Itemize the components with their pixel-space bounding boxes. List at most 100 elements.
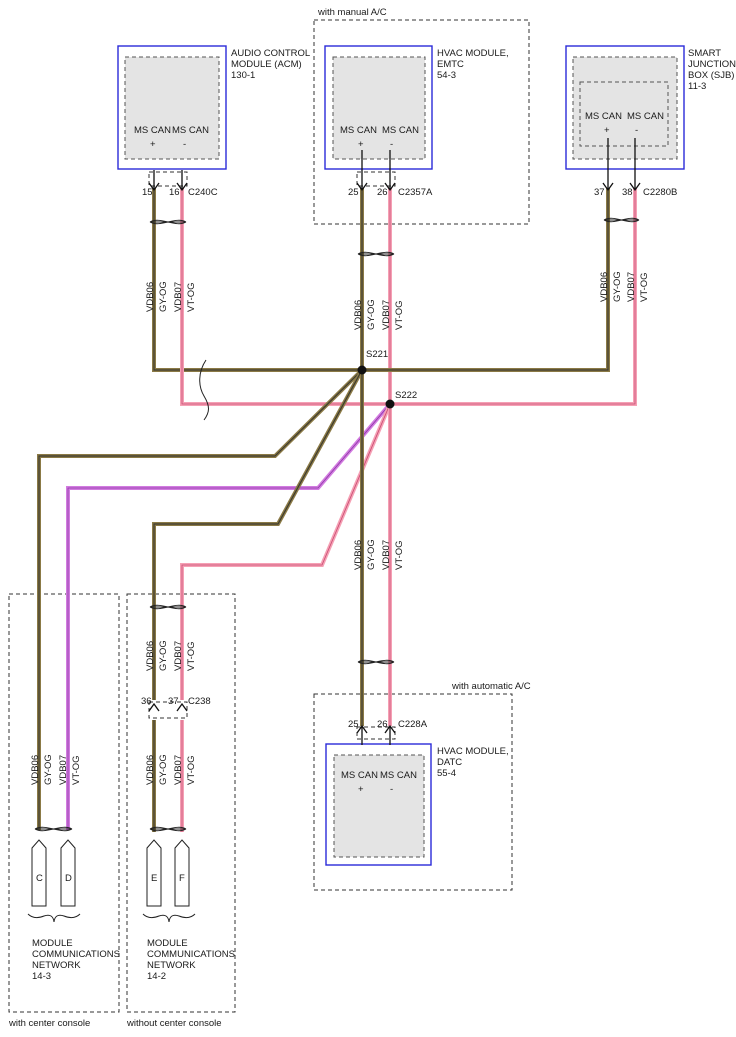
manual-ac-region [313, 19, 530, 225]
c238-pin-36: 36 [141, 696, 152, 707]
sjb-pin-sign-plus: + [604, 125, 610, 136]
wire-group [37, 188, 637, 832]
ef-network-1: MODULE [147, 938, 188, 949]
c2357a-connector-label: C2357A [398, 187, 433, 198]
hvac-manual-pin-25: 25 [348, 187, 359, 198]
acm-name-1: AUDIO CONTROL [231, 48, 310, 59]
acm-pin-16: 16 [169, 187, 180, 198]
hvac-auto-pin-25: 25 [348, 719, 359, 730]
sjb-pin-sign-minus: - [635, 125, 638, 136]
connector-f: F [174, 839, 190, 907]
hvac-auto-name-2: DATC [437, 757, 462, 768]
connector-d: D [60, 839, 76, 907]
c2357a-connector-box [356, 171, 396, 187]
hvac-manual-wire-label-vt-og: VT-OG [394, 300, 405, 330]
sjb-wire-label-vt-og: VT-OG [639, 272, 650, 302]
sjb-wire-label-vdb06: VDB06 [599, 272, 610, 302]
ef-lower-wire-label-vdb07: VDB07 [173, 755, 184, 785]
svg-text:C: C [36, 873, 43, 884]
hvac-auto-wire-label-gy-og: GY-OG [366, 539, 377, 570]
ef-network-2: COMMUNICATIONS [147, 949, 235, 960]
ef-lower-wire-label-vdb06: VDB06 [145, 755, 156, 785]
acm-pin-label-plus: MS CAN [134, 125, 171, 136]
connector-e: E [146, 839, 162, 907]
sjb-wire-label-gy-og: GY-OG [612, 271, 623, 302]
c238-connector-label: C238 [188, 696, 211, 707]
hvac-auto-module: MS CAN MS CAN + - [325, 743, 432, 866]
hvac-manual-pin-sign-plus: + [358, 139, 364, 150]
hvac-manual-name-1: HVAC MODULE, [437, 48, 509, 59]
acm-wire-label-vdb07: VDB07 [173, 282, 184, 312]
sjb-module: MS CAN MS CAN + - [565, 45, 685, 170]
sjb-brown-wire [362, 188, 610, 372]
hvac-auto-wire-label-vdb07: VDB07 [381, 540, 392, 570]
ef-lower-wire-label-vt-og: VT-OG [186, 755, 197, 785]
c2280b-connector-label: C2280B [643, 187, 677, 198]
hvac-manual-name-3: 54-3 [437, 70, 456, 81]
hvac-auto-pin-26: 26 [377, 719, 388, 730]
hvac-manual-module: MS CAN MS CAN + - [324, 45, 433, 170]
svg-text:D: D [65, 873, 72, 884]
no-center-console-region-label: without center console [126, 1018, 222, 1029]
acm-wire-label-vt-og: VT-OG [186, 282, 197, 312]
manual-ac-region-label: with manual A/C [317, 7, 387, 18]
splice-s222 [385, 399, 395, 409]
automatic-ac-region [313, 693, 513, 891]
c240c-connector-label: C240C [188, 187, 218, 198]
c228a-connector-label: C228A [398, 719, 428, 730]
acm-name-3: 130-1 [231, 70, 255, 81]
sjb-pin-38: 38 [622, 187, 633, 198]
acm-brown-wire [152, 188, 362, 372]
splice-s221-label: S221 [366, 349, 388, 360]
hvac-manual-pin-label-plus: MS CAN [340, 125, 377, 136]
sjb-pin-label-minus: MS CAN [627, 111, 664, 122]
ef-upper-wire-label-vt-og: VT-OG [186, 641, 197, 671]
hvac-auto-pin-label-minus: MS CAN [380, 770, 417, 781]
center-console-region-label: with center console [8, 1018, 90, 1029]
hvac-auto-name-3: 55-4 [437, 768, 456, 779]
twist-markers [34, 217, 640, 832]
cd-wire-label-vdb07: VDB07 [58, 755, 69, 785]
sjb-pin-37: 37 [594, 187, 605, 198]
acm-wire-label-gy-og: GY-OG [158, 281, 169, 312]
cd-network-2: COMMUNICATIONS [32, 949, 120, 960]
sjb-pin-label-plus: MS CAN [585, 111, 622, 122]
acm-pin-label-minus: MS CAN [172, 125, 209, 136]
svg-text:E: E [151, 873, 157, 884]
hvac-manual-pin-label-minus: MS CAN [382, 125, 419, 136]
c240c-connector-box [148, 171, 188, 187]
automatic-ac-region-label: with automatic A/C [451, 681, 531, 692]
acm-pin-sign-plus: + [150, 139, 156, 150]
ef-network-3: NETWORK [147, 960, 196, 971]
sjb-name-2: JUNCTION [688, 59, 736, 70]
hvac-auto-pin-label-plus: MS CAN [341, 770, 378, 781]
cd-wire-label-gy-og: GY-OG [43, 754, 54, 785]
cd-wire-label-vt-og: VT-OG [71, 755, 82, 785]
cd-network-1: MODULE [32, 938, 73, 949]
sjb-wire-label-vdb07: VDB07 [626, 272, 637, 302]
acm-wire-label-vdb06: VDB06 [145, 282, 156, 312]
ef-upper-wire-label-vdb07: VDB07 [173, 641, 184, 671]
hvac-manual-pin-sign-minus: - [390, 139, 393, 150]
hvac-auto-wire-label-vdb06: VDB06 [353, 540, 364, 570]
brace-cd [27, 913, 81, 923]
sjb-name-4: 11-3 [688, 81, 706, 92]
sjb-name-3: BOX (SJB) [688, 70, 734, 81]
hvac-auto-wire-label-vt-og: VT-OG [394, 540, 405, 570]
acm-pin-15: 15 [142, 187, 153, 198]
splice-s221 [357, 365, 367, 375]
connector-c: C [31, 839, 47, 907]
svg-text:F: F [179, 873, 185, 884]
cd-network-3: NETWORK [32, 960, 81, 971]
cd-network-4: 14-3 [32, 971, 51, 982]
hvac-manual-pin-26: 26 [377, 187, 388, 198]
hvac-auto-name-1: HVAC MODULE, [437, 746, 509, 757]
no-center-console-region [126, 593, 236, 1013]
c228a-connector-box [356, 726, 396, 740]
c238-pin-37: 37 [168, 696, 179, 707]
cd-wire-label-vdb06: VDB06 [30, 755, 41, 785]
hvac-auto-pin-sign-plus: + [358, 784, 364, 795]
hvac-auto-pin-sign-minus: - [390, 784, 393, 795]
hvac-manual-wire-label-vdb07: VDB07 [381, 300, 392, 330]
